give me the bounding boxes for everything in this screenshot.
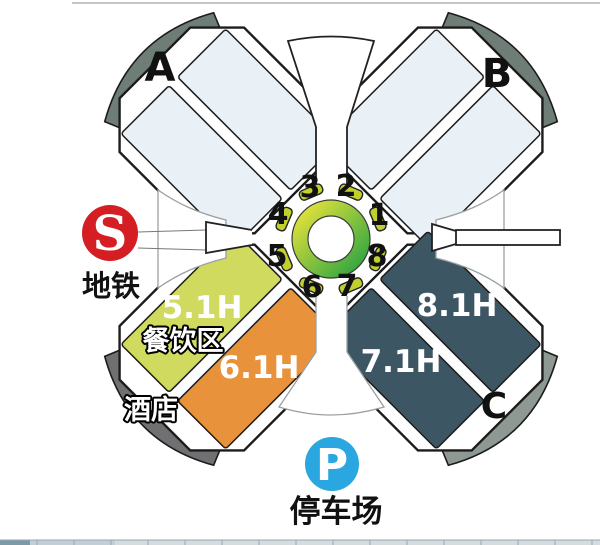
wing-b-label: B [482,51,513,97]
east-corridor-bar [455,229,561,246]
wing-ne [323,11,559,247]
top-border-line [72,2,600,4]
metro-icon [82,205,138,261]
hall-8-1h [380,231,541,392]
south-funnel-fill [279,296,384,415]
metro-walkway-upper-line [137,229,207,233]
hall-6-1h-label: 6.1H [219,350,300,386]
hall-5-1h [121,231,282,392]
wing-se [323,231,559,467]
ring-tab-7 [338,277,364,295]
north-funnel-outline [286,35,376,195]
metro-walkway-lower-line [137,247,207,251]
bottom-strip-dividers [0,539,600,545]
east-corridor-mouth [431,222,457,253]
ring-tab-8 [369,246,387,272]
ring-tab-5 [275,246,293,272]
parking-icon-letter: P [316,440,348,491]
ring-tab-3 [298,183,324,201]
bottom-strip-second-cell [30,540,115,545]
wing-a-label: A [145,45,176,91]
central-ring-inner-edge [307,215,355,263]
hall-6-1h [178,288,339,449]
bottom-strip-first-cell [0,540,30,545]
ring-tab-1 [369,206,387,232]
wing-nw [103,11,339,247]
central-ring-outer-edge [291,199,371,279]
wing-nw-hall-ne [178,29,339,190]
central-ring [292,200,370,278]
ring-tab-4 [275,206,293,232]
metro-icon-letter: S [93,206,128,262]
gate-number-1: 1 [369,198,390,233]
gate-number-3: 3 [300,170,321,205]
gate-number-4: 4 [268,197,289,232]
south-funnel-outline [277,296,386,416]
hall-8-1h-label: 8.1H [417,288,498,324]
ring-tab-2 [338,183,364,201]
dining-area-label: 餐饮区 [143,326,224,357]
hall-5-1h-label: 5.1H [162,290,243,326]
parking-icon [305,437,359,491]
wing-ne-hall-se [380,86,541,247]
gate-number-5: 5 [267,239,288,274]
gate-number-2: 2 [336,169,357,204]
west-concourse-fairing [157,188,227,290]
wing-c-label: C [481,386,507,427]
west-corridor [205,220,253,255]
gate-number-8: 8 [367,239,388,274]
hall-7-1h-label: 7.1H [361,344,442,380]
metro-label: 地铁 [82,269,140,303]
ring-tab-6 [298,277,324,295]
hotel-label: 酒店 [124,395,178,426]
bottom-strip [0,540,600,545]
parking-label: 停车场 [290,494,383,530]
gate-number-6: 6 [302,270,323,305]
wing-sw [103,231,339,467]
gate-number-7: 7 [337,269,358,304]
north-funnel-fill [288,36,374,195]
wing-nw-hall-sw [121,86,282,247]
